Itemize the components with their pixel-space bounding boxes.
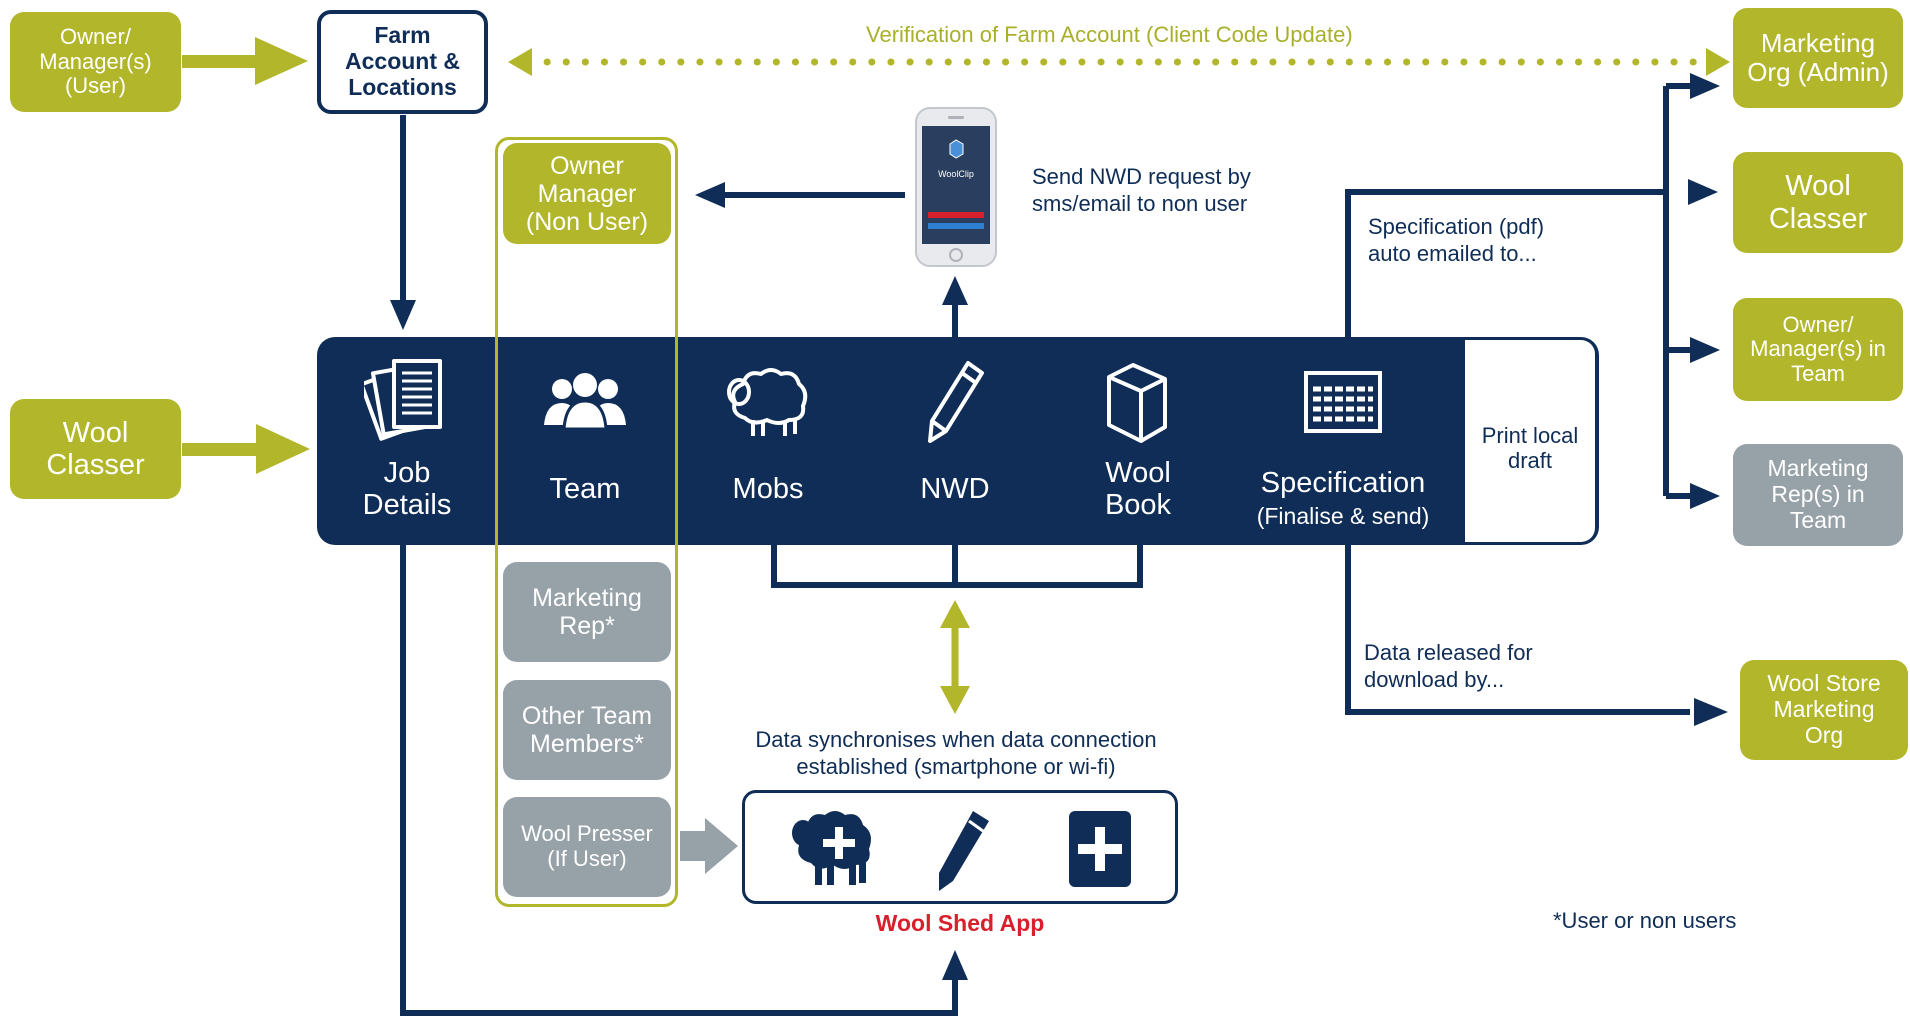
- farm-account-box[interactable]: Farm Account & Locations: [317, 10, 488, 114]
- verification-arrow-left: [508, 48, 532, 76]
- phone-app-screenshot: WoolClip: [914, 106, 998, 268]
- wool-presser-box[interactable]: Wool Presser (If User): [503, 797, 671, 897]
- job-details-label: Job Details: [362, 457, 452, 521]
- job-details-cell[interactable]: Job Details: [332, 354, 482, 522]
- app-plus-icon: [1067, 809, 1133, 894]
- verification-arrow-right: [1706, 48, 1730, 76]
- print-draft-label: Print local draft: [1481, 423, 1579, 473]
- wool-shed-app-label: Wool Shed App: [875, 910, 1045, 936]
- wool-store-box[interactable]: Wool Store Marketing Org: [1740, 660, 1908, 760]
- marketing-rep-box[interactable]: Marketing Rep*: [503, 562, 671, 662]
- mobs-cell[interactable]: Mobs: [693, 354, 843, 506]
- wool-classer-left-box[interactable]: Wool Classer: [10, 399, 181, 499]
- wool-shed-app-box[interactable]: [742, 790, 1178, 904]
- marketing-rep-label: Marketing Rep*: [532, 584, 642, 640]
- data-released-label: Data released for download by...: [1364, 640, 1533, 692]
- verification-label: Verification of Farm Account (Client Cod…: [866, 22, 1353, 47]
- phone-app-name: WoolClip: [938, 169, 974, 179]
- marketing-rep-team-label: Marketing Rep(s) in Team: [1767, 455, 1869, 533]
- team-label: Team: [549, 473, 621, 505]
- owner-team-box[interactable]: Owner/ Manager(s) in Team: [1733, 298, 1903, 401]
- marketing-rep-team-box[interactable]: Marketing Rep(s) in Team: [1733, 444, 1903, 546]
- specification-cell[interactable]: Specification (Finalise & send): [1238, 354, 1448, 529]
- wool-classer-right-label: Wool Classer: [1768, 170, 1868, 235]
- cube-icon: [1103, 354, 1173, 450]
- specification-sublabel: (Finalise & send): [1256, 502, 1430, 529]
- nwd-cell[interactable]: NWD: [880, 354, 1030, 506]
- print-draft-box[interactable]: Print local draft: [1465, 340, 1595, 542]
- people-icon: [540, 354, 630, 450]
- main-bar: [317, 337, 1599, 545]
- sync-label: Data synchronises when data connection e…: [755, 727, 1157, 779]
- team-column-outline: [495, 137, 678, 907]
- owner-manager-user-label: Owner/ Manager(s) (User): [39, 24, 152, 99]
- team-cell[interactable]: Team: [510, 354, 660, 506]
- owner-manager-non-user-label: Owner Manager (Non User): [525, 151, 649, 236]
- sheep-plus-icon: [789, 807, 881, 896]
- owner-manager-user-box[interactable]: Owner/ Manager(s) (User): [10, 12, 181, 112]
- spreadsheet-icon: [1303, 354, 1383, 450]
- spec-email-label: Specification (pdf) auto emailed to...: [1368, 214, 1545, 266]
- documents-icon: [364, 354, 450, 450]
- wool-classer-left-label: Wool Classer: [46, 416, 145, 481]
- footnote: *User or non users: [1553, 908, 1737, 933]
- wool-presser-label: Wool Presser (If User): [521, 821, 653, 871]
- wool-book-label: Wool Book: [1104, 457, 1172, 521]
- wool-book-cell[interactable]: Wool Book: [1063, 354, 1213, 522]
- nwd-label: NWD: [920, 473, 990, 505]
- owner-manager-non-user-box[interactable]: Owner Manager (Non User): [503, 143, 671, 244]
- send-nwd-label: Send NWD request by sms/email to non use…: [1032, 164, 1251, 216]
- wool-classer-right-box[interactable]: Wool Classer: [1733, 152, 1903, 253]
- sheep-icon: [723, 354, 813, 450]
- marketing-org-admin-label: Marketing Org (Admin): [1747, 27, 1889, 87]
- farm-account-label: Farm Account & Locations: [345, 22, 460, 100]
- other-team-members-label: Other Team Members*: [521, 702, 653, 758]
- wool-store-label: Wool Store Marketing Org: [1767, 670, 1881, 748]
- owner-team-label: Owner/ Manager(s) in Team: [1750, 311, 1886, 386]
- other-team-members-box[interactable]: Other Team Members*: [503, 680, 671, 780]
- marketing-org-admin-box[interactable]: Marketing Org (Admin): [1733, 8, 1903, 108]
- pencil-icon: [920, 354, 990, 450]
- mobs-label: Mobs: [732, 473, 804, 505]
- specification-label: Specification: [1260, 467, 1426, 499]
- app-pencil-icon: [933, 807, 993, 900]
